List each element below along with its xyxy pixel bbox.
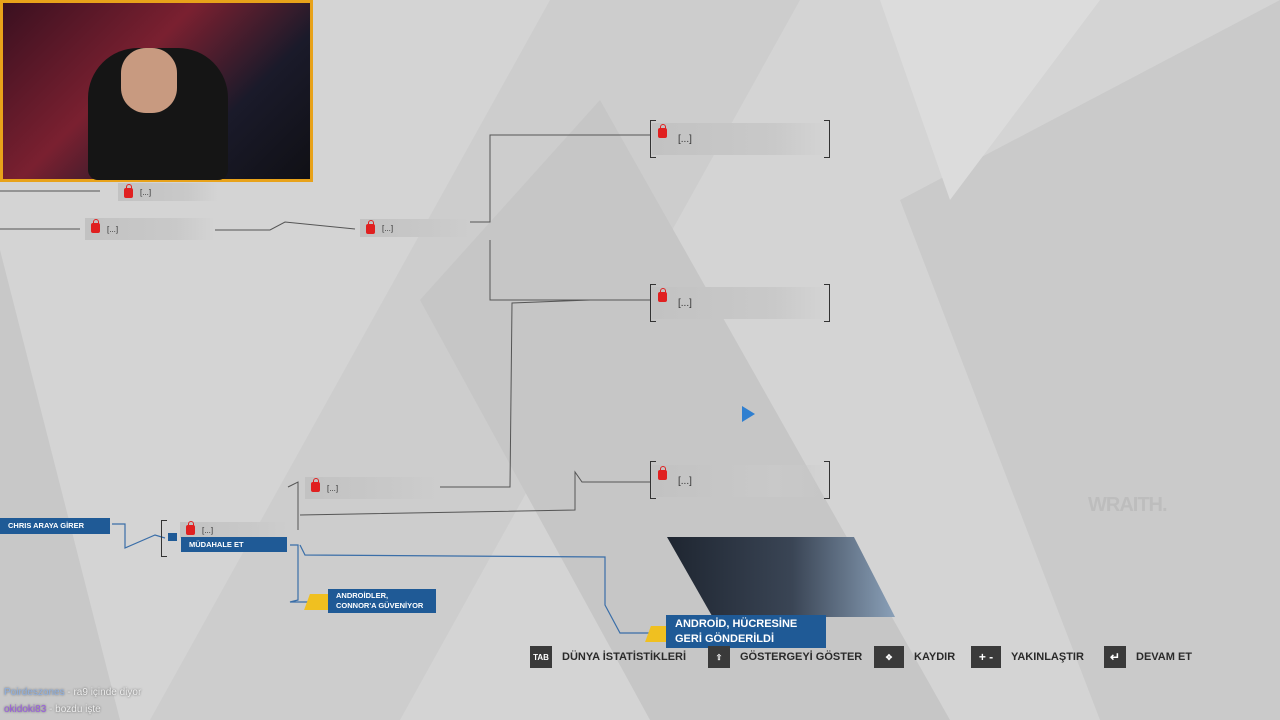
- locked-node[interactable]: [...]: [118, 183, 218, 201]
- bracket: [161, 520, 167, 557]
- node-mudahale-et[interactable]: MÜDAHALE ET: [181, 537, 287, 552]
- move-icon: ✥: [874, 646, 904, 668]
- locked-node[interactable]: [...]: [85, 218, 215, 240]
- lock-icon: [124, 184, 133, 198]
- bracket: [650, 120, 656, 158]
- watermark: WRAITH.: [1088, 494, 1168, 516]
- lock-icon: [366, 220, 375, 234]
- plus-minus-icon: + -: [971, 646, 1001, 668]
- enter-key-icon: ↵: [1104, 646, 1126, 668]
- tab-key-icon: TAB: [530, 646, 552, 668]
- chat-text: - ra9 içinde diyor: [64, 687, 142, 698]
- bracket: [824, 284, 830, 322]
- chat-user: okidoki83: [4, 704, 47, 715]
- lock-icon: [658, 124, 667, 138]
- control-scroll[interactable]: ✥ KAYDIR: [874, 646, 955, 668]
- locked-node[interactable]: [...]: [652, 123, 827, 155]
- control-label: GÖSTERGEYİ GÖSTER: [740, 651, 863, 663]
- locked-node[interactable]: [...]: [652, 465, 827, 497]
- webcam-overlay: [0, 0, 313, 182]
- shift-key-icon: ⇧: [708, 646, 730, 668]
- locked-label: [...]: [107, 224, 119, 234]
- locked-label: [...]: [678, 133, 692, 145]
- bracket: [650, 284, 656, 322]
- node-androidler-connora-guveniyor[interactable]: ANDROİDLER, CONNOR'A GÜVENİYOR: [328, 589, 436, 613]
- locked-label: [...]: [382, 223, 394, 233]
- lock-icon: [658, 288, 667, 302]
- locked-node[interactable]: [...]: [360, 219, 470, 237]
- lock-icon: [311, 478, 320, 492]
- chat-text: - bozdu işte: [46, 704, 101, 715]
- lock-icon: [186, 521, 195, 535]
- decision-icon: [168, 533, 177, 541]
- control-world-stats[interactable]: TAB DÜNYA İSTATİSTİKLERİ: [530, 646, 686, 668]
- node-label: ANDROİDLER, CONNOR'A GÜVENİYOR: [336, 591, 424, 610]
- bracket: [650, 461, 656, 499]
- node-android-hucresine-geri-gonderildi[interactable]: ANDROİD, HÜCRESİNE GERİ GÖNDERİLDİ: [666, 615, 826, 648]
- bracket: [824, 461, 830, 499]
- locked-label: [...]: [202, 525, 214, 535]
- locked-label: [...]: [327, 483, 339, 493]
- control-zoom[interactable]: + - YAKINLAŞTIR: [971, 646, 1084, 668]
- lock-icon: [658, 466, 667, 480]
- locked-node[interactable]: [...]: [652, 287, 827, 319]
- control-label: DÜNYA İSTATİSTİKLERİ: [562, 651, 687, 663]
- control-show-indicator[interactable]: ⇧ GÖSTERGEYİ GÖSTER: [708, 646, 862, 668]
- locked-label: [...]: [140, 187, 152, 197]
- node-label: CHRIS ARAYA GİRER: [8, 521, 84, 531]
- cursor-icon: [742, 406, 755, 422]
- control-label: DEVAM ET: [1136, 651, 1193, 663]
- node-label: MÜDAHALE ET: [189, 539, 244, 549]
- locked-node[interactable]: [...]: [180, 521, 288, 538]
- locked-node[interactable]: [...]: [305, 477, 437, 499]
- lock-icon: [91, 219, 100, 233]
- locked-label: [...]: [678, 297, 692, 309]
- streamer-face: [121, 48, 177, 113]
- node-chris-araya-girer[interactable]: CHRIS ARAYA GİRER: [0, 518, 110, 534]
- control-label: KAYDIR: [914, 651, 956, 663]
- control-continue[interactable]: ↵ DEVAM ET: [1104, 646, 1192, 668]
- control-label: YAKINLAŞTIR: [1011, 651, 1084, 663]
- chat-user: Poirdeszones: [4, 687, 65, 698]
- locked-label: [...]: [678, 475, 692, 487]
- chat-message: okidoki83 - bozdu işte: [4, 704, 101, 715]
- bracket: [824, 120, 830, 158]
- chat-message: Poirdeszones - ra9 içinde diyor: [4, 687, 141, 698]
- node-label: ANDROİD, HÜCRESİNE GERİ GÖNDERİLDİ: [675, 618, 798, 645]
